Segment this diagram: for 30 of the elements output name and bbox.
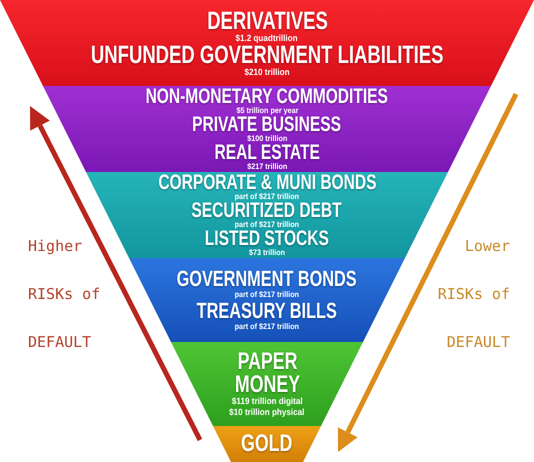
category-label: NON-MONETARY COMMODITIES — [146, 87, 388, 106]
category-label: TREASURY BILLS — [196, 300, 338, 322]
category-label: GOVERNMENT BONDS — [177, 268, 357, 290]
amount-label: $1.2 quadtrillion — [236, 33, 298, 43]
category-label: PRIVATE BUSINESS — [192, 115, 342, 134]
category-label: UNFUNDED GOVERNMENT LIABILITIES — [90, 43, 444, 67]
amount-label: $119 trillion digital — [232, 396, 302, 407]
risk-caption: Lower RISKs of DEFAULT — [436, 236, 510, 353]
category-label: PAPER MONEY — [234, 350, 300, 396]
category-label: REAL ESTATE — [214, 143, 320, 162]
amount-label: part of $217 trillion — [234, 322, 300, 332]
pyramid-band — [43, 86, 491, 172]
amount-label: $5 trillion per year — [236, 106, 298, 115]
pyramid-band — [86, 172, 448, 258]
category-label: GOLD — [241, 432, 293, 456]
amount-label: part of $217 trillion — [234, 220, 300, 229]
amount-label: part of $217 trillion — [234, 192, 300, 201]
pyramid-band — [0, 0, 534, 86]
amount-label: $73 trillion — [248, 248, 285, 257]
pyramid-band — [129, 258, 405, 342]
category-label: CORPORATE & MUNI BONDS — [158, 173, 376, 192]
category-label: LISTED STOCKS — [204, 229, 330, 248]
amount-label: $210 trillion — [244, 67, 290, 77]
category-label: DERIVATIVES — [206, 9, 328, 33]
amount-label: $100 trillion — [247, 134, 287, 143]
amount-label: $217 trillion — [247, 162, 287, 171]
amount-label: $10 trillion physical — [229, 407, 305, 418]
risk-caption: Higher RISKs of DEFAULT — [28, 236, 102, 353]
amount-label: part of $217 trillion — [234, 290, 300, 300]
category-label: SECURITIZED DEBT — [192, 201, 342, 220]
